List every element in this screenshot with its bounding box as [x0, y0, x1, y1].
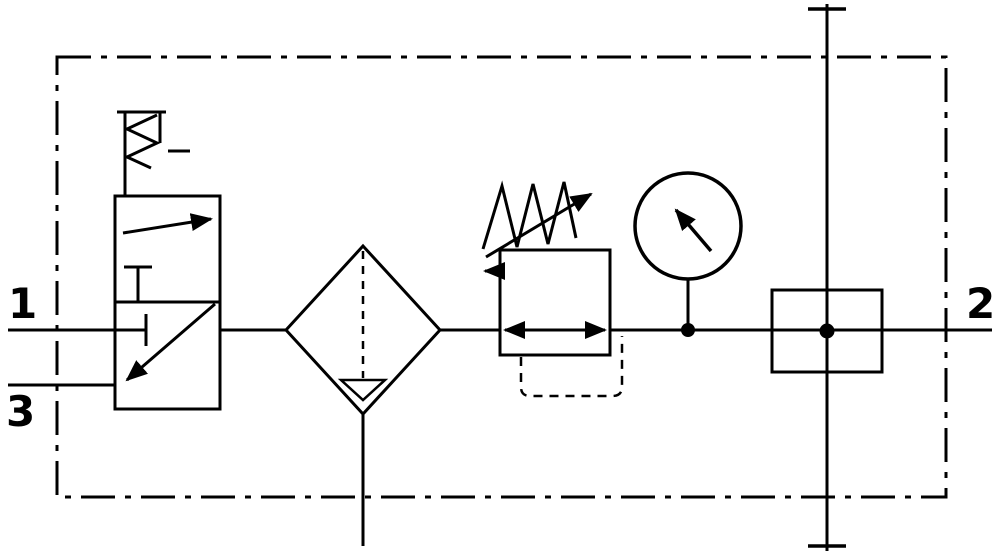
diagram-root: 1 2 3 [6, 4, 995, 551]
port-1-label: 1 [8, 279, 37, 328]
adjustment-arrow [485, 192, 593, 259]
shutoff-valve [113, 110, 222, 411]
gauge-junction-dot [681, 323, 695, 337]
port-labels: 1 2 3 [6, 279, 995, 436]
valve-actuator [117, 110, 190, 196]
branch-module [770, 4, 884, 551]
gauge-needle-icon [674, 208, 713, 253]
filter [283, 243, 443, 546]
pressure-feedback-dashed-line [519, 336, 624, 398]
pressure-regulator [481, 180, 624, 398]
branch-module-body [770, 288, 884, 374]
condensate-drain-triangle-icon [337, 378, 389, 402]
regulator-body [498, 248, 612, 357]
flow-lines [8, 328, 992, 387]
pressure-gauge [633, 171, 743, 337]
port-3-label: 3 [6, 387, 35, 436]
valve-flow-arrow [122, 213, 213, 235]
branch-junction-dot [819, 323, 835, 339]
port-2-label: 2 [966, 279, 995, 328]
return-spring-icon [123, 113, 161, 170]
adjustment-spring-icon [481, 180, 578, 250]
enclosure-boundary [55, 55, 948, 499]
valve-exhaust-arrow [125, 302, 216, 382]
